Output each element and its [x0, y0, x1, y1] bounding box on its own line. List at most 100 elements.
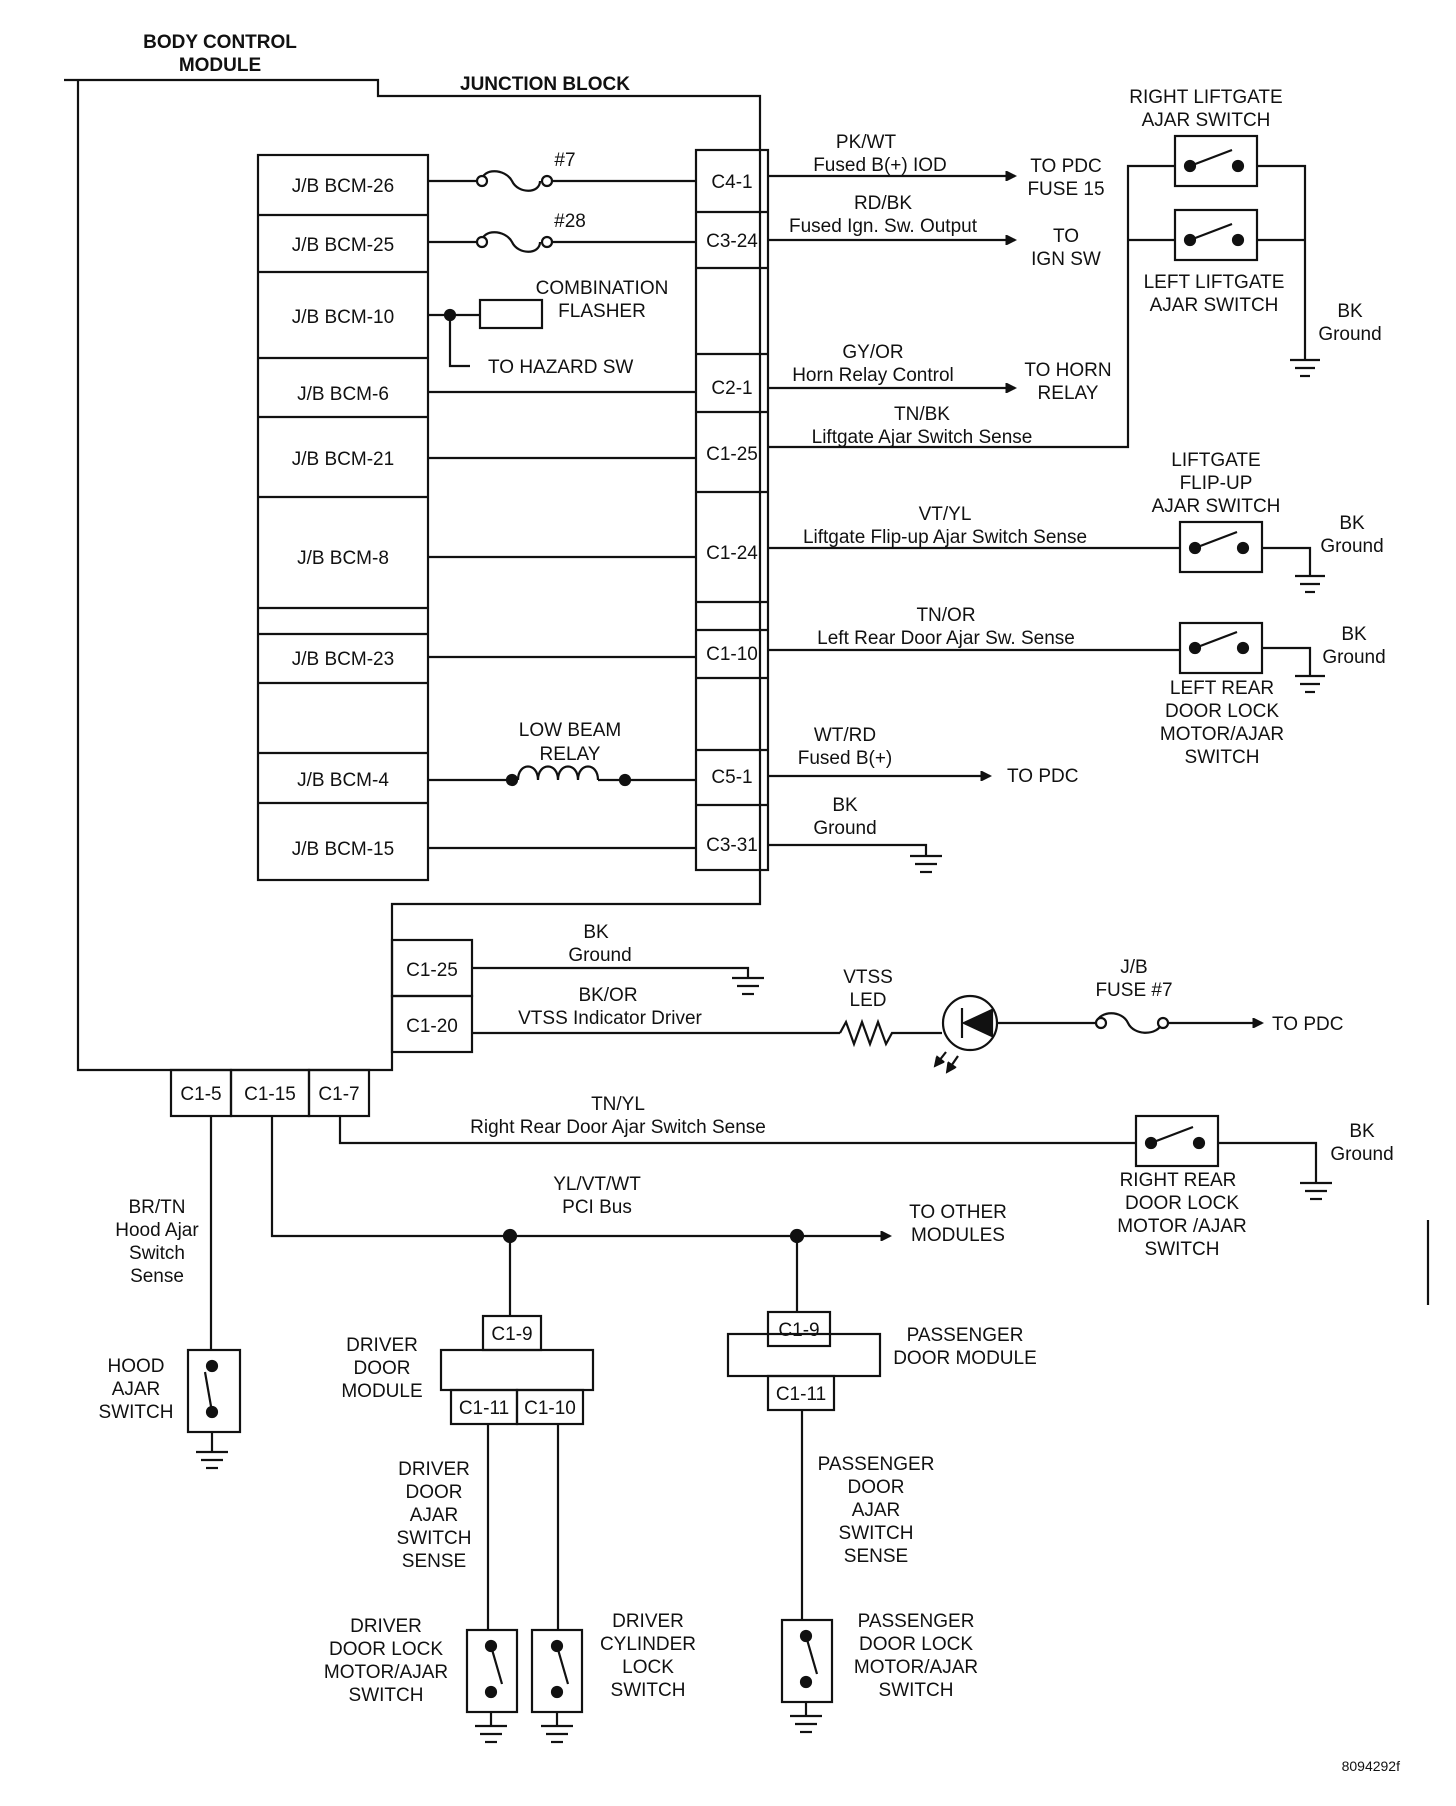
wire-gyor: GY/OR [842, 342, 903, 363]
driver-module-label-3: MODULE [341, 1381, 422, 1402]
wire-rdbk: RD/BK [854, 193, 912, 214]
wire-pkwt-desc: Fused B(+) IOD [813, 155, 947, 176]
wire-vtyl-desc: Liftgate Flip-up Ajar Switch Sense [803, 527, 1087, 548]
driver-lock-label-4: SWITCH [349, 1685, 424, 1706]
bcm-title-2: MODULE [179, 55, 261, 76]
wire-pci-desc: PCI Bus [562, 1197, 632, 1218]
fuse-28-label: #28 [554, 211, 586, 232]
driver-module-pin-c1-10: C1-10 [524, 1398, 576, 1419]
right-pin-2: C3-24 [706, 231, 758, 252]
left-liftgate-switch-box [1173, 208, 1259, 262]
driver-lock-label-1: DRIVER [350, 1616, 422, 1637]
passenger-module-label-1: PASSENGER [907, 1325, 1024, 1346]
right-rear-switch-box [1134, 1114, 1220, 1168]
left-pin-9: J/B BCM-15 [292, 839, 394, 860]
left-liftgate-label-2: AJAR SWITCH [1150, 295, 1279, 316]
wire-wtrd-desc: Fused B(+) [798, 748, 893, 769]
pass-sense-4: SWITCH [839, 1523, 914, 1544]
right-pin-8: C3-31 [706, 835, 758, 856]
bcm-pin-box-c1-20 [390, 994, 474, 1054]
jb-title: JUNCTION BLOCK [460, 74, 630, 95]
driver-cyl-label-3: LOCK [622, 1657, 674, 1678]
left-pin-2: J/B BCM-25 [292, 235, 394, 256]
left-pin-5: J/B BCM-21 [292, 449, 394, 470]
right-pin-7: C5-1 [711, 767, 752, 788]
wire-tnor-desc: Left Rear Door Ajar Sw. Sense [817, 628, 1075, 649]
pass-sense-5: SENSE [844, 1546, 908, 1567]
right-pin-1: C4-1 [711, 172, 752, 193]
right-liftgate-label-1: RIGHT LIFTGATE [1129, 87, 1282, 108]
driver-cyl-label-4: SWITCH [611, 1680, 686, 1701]
driver-sense-5: SENSE [402, 1551, 466, 1572]
flipup-label-2: FLIP-UP [1180, 473, 1253, 494]
wire-wtrd: WT/RD [814, 725, 876, 746]
right-pin-3: C2-1 [711, 378, 752, 399]
flasher-label-1: COMBINATION [536, 278, 669, 299]
left-pin-1: J/B BCM-26 [292, 176, 394, 197]
vtss-led-label-1: VTSS [843, 967, 893, 988]
wire-pci: YL/VT/WT [553, 1174, 641, 1195]
driver-module-pin-c1-11: C1-11 [459, 1398, 509, 1419]
dest-pdc15-2: FUSE 15 [1027, 179, 1104, 200]
wire-tnyl: TN/YL [591, 1094, 645, 1115]
dest-other-1: TO OTHER [909, 1202, 1007, 1223]
pass-lock-label-3: MOTOR/AJAR [854, 1657, 978, 1678]
wire-bk-bcm: BK [583, 922, 609, 943]
wire-tnbk: TN/BK [894, 404, 950, 425]
flipup-label-1: LIFTGATE [1171, 450, 1260, 471]
left-rear-label-4: SWITCH [1185, 747, 1260, 768]
pass-lock-label-2: DOOR LOCK [859, 1634, 973, 1655]
driver-sense-1: DRIVER [398, 1459, 470, 1480]
left-rear-label-1: LEFT REAR [1170, 678, 1274, 699]
vtss-led-label-2: LED [850, 990, 887, 1011]
jb-fuse7-label-1: J/B [1120, 957, 1147, 978]
ground-rightrear-bk: BK [1349, 1121, 1375, 1142]
bcm-pin-c1-25: C1-25 [406, 960, 458, 981]
driver-module-pin-c1-9: C1-9 [491, 1324, 532, 1345]
jb-fuse7-label-2: FUSE #7 [1095, 980, 1172, 1001]
combination-flasher-box [478, 298, 544, 330]
right-rear-label-4: SWITCH [1145, 1239, 1220, 1260]
wire-vtyl: VT/YL [919, 504, 972, 525]
dest-other-2: MODULES [911, 1225, 1005, 1246]
bcm-title-1: BODY CONTROL [143, 32, 297, 53]
wire-tnor: TN/OR [916, 605, 975, 626]
passenger-module-pin-c1-11: C1-11 [776, 1384, 826, 1405]
ground-flipup-label: Ground [1320, 536, 1383, 557]
ground-liftgate-label: Ground [1318, 324, 1381, 345]
dest-ign-2: IGN SW [1031, 249, 1101, 270]
right-liftgate-switch-box [1173, 134, 1259, 188]
wire-rdbk-desc: Fused Ign. Sw. Output [789, 216, 978, 237]
dest-pdc-vtss: TO PDC [1272, 1014, 1343, 1035]
right-rear-label-2: DOOR LOCK [1125, 1193, 1239, 1214]
ground-flipup-bk: BK [1339, 513, 1365, 534]
driver-cyl-label-2: CYLINDER [600, 1634, 696, 1655]
right-pin-4: C1-25 [706, 444, 758, 465]
driver-door-module-box [439, 1348, 595, 1392]
wire-tnyl-desc: Right Rear Door Ajar Switch Sense [470, 1117, 766, 1138]
dest-ign-1: TO [1053, 226, 1079, 247]
bottom-pin-c1-5: C1-5 [180, 1084, 221, 1105]
hood-label-3: SWITCH [99, 1402, 174, 1423]
pass-lock-label-4: SWITCH [879, 1680, 954, 1701]
driver-module-label-2: DOOR [354, 1358, 411, 1379]
driver-sense-2: DOOR [406, 1482, 463, 1503]
low-beam-label-2: RELAY [540, 744, 601, 765]
flipup-label-3: AJAR SWITCH [1152, 496, 1281, 517]
driver-sense-4: SWITCH [397, 1528, 472, 1549]
driver-pin-box-c1-10 [515, 1388, 585, 1426]
ground-leftrear-bk: BK [1341, 624, 1367, 645]
dest-pdc: TO PDC [1007, 766, 1078, 787]
wire-bk-jb: BK [832, 795, 858, 816]
wire-brtn-desc-3: Sense [130, 1266, 184, 1287]
flasher-label-2: FLASHER [558, 301, 646, 322]
to-hazard-label: TO HAZARD SW [488, 357, 633, 378]
ground-leftrear-label: Ground [1322, 647, 1385, 668]
driver-lock-label-3: MOTOR/AJAR [324, 1662, 448, 1683]
dest-horn-1: TO HORN [1024, 360, 1111, 381]
fuse-7-label: #7 [554, 150, 575, 171]
wire-bkor-desc: VTSS Indicator Driver [518, 1008, 702, 1029]
wire-pkwt: PK/WT [836, 132, 897, 153]
jb-right-pin-column [694, 148, 770, 872]
